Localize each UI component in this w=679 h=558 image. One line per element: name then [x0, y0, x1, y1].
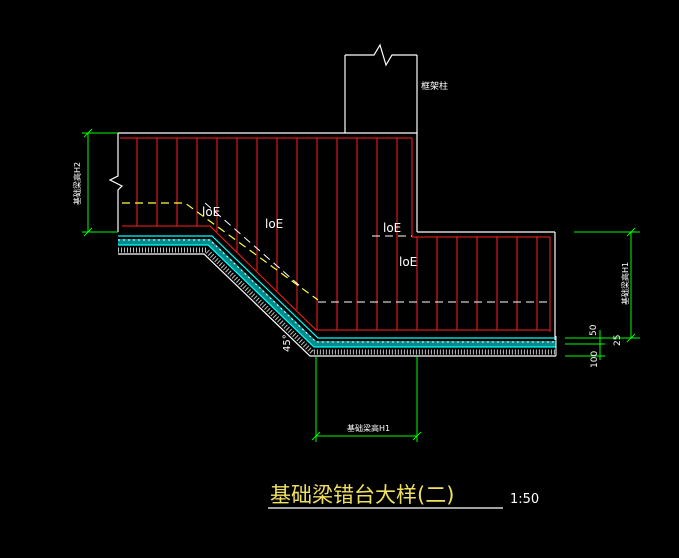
dim-h1-right-label: 基础梁高H1 — [620, 262, 630, 305]
dim-bottom-h1 — [311, 356, 422, 442]
dim-right-h1 — [574, 227, 640, 343]
dim-h1-bottom-label: 基础梁高H1 — [347, 423, 390, 433]
dim-h2-label: 基础梁高H2 — [72, 162, 82, 205]
drawing-title: 基础梁错台大样(二) — [270, 483, 454, 507]
anchor-lines — [122, 202, 552, 303]
drawing-scale: 1:50 — [510, 492, 539, 507]
dim-left-h2 — [82, 128, 118, 237]
column-label: 框架柱 — [421, 80, 448, 92]
gravel-layer — [118, 247, 557, 357]
column — [344, 43, 418, 133]
rebar-group — [120, 137, 551, 332]
anchor-label-3: loE — [383, 221, 401, 235]
dim-100: 100 — [590, 351, 600, 368]
cushion-layer — [118, 235, 556, 348]
anchor-label-4: loE — [399, 255, 417, 269]
anchor-label-2: loE — [265, 217, 283, 231]
anchor-label-1: loE — [202, 205, 220, 219]
upper-beam-outline — [108, 132, 556, 340]
dim-25: 25 — [613, 335, 623, 346]
dim-small-stack — [565, 330, 605, 360]
dim-50: 50 — [589, 324, 599, 336]
angle-label: 45° — [282, 334, 293, 352]
